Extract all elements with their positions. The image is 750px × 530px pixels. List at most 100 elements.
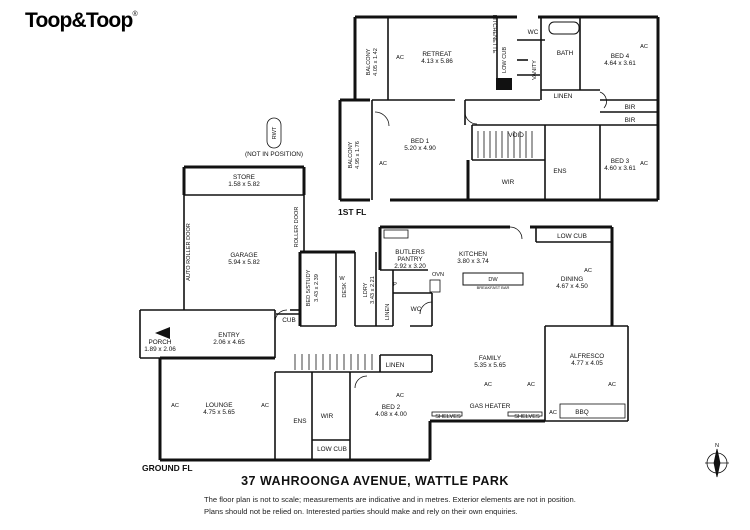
compass-north-label: N xyxy=(715,443,719,449)
bed5-size: 3.43 x 2.39 xyxy=(314,274,320,302)
entry-size: 2.06 x 4.65 xyxy=(213,339,245,346)
lounge-size: 4.75 x 5.65 xyxy=(203,409,235,416)
bed3-size: 4.60 x 3.61 xyxy=(604,165,636,172)
wc-ground-label: WC xyxy=(411,306,422,313)
ac-family-left: AC xyxy=(484,382,492,388)
garage-label: GARAGE xyxy=(230,252,257,259)
wir-ground-label: WIR xyxy=(321,413,334,420)
p-label: P xyxy=(393,282,397,288)
lounge-label: LOUNGE xyxy=(206,402,233,409)
balcony-top-label: BALCONY xyxy=(366,48,372,75)
dw-label: DW xyxy=(488,277,498,283)
bir-b-label: BIR xyxy=(625,117,636,124)
first-floor-internal xyxy=(371,17,658,200)
bath-label: BATH xyxy=(557,50,574,57)
wc-upper-label: WC xyxy=(528,29,539,36)
alfresco-label: ALFRESCO xyxy=(570,353,604,360)
ac-alfresco: AC xyxy=(549,410,557,416)
ac-lounge-right: AC xyxy=(261,403,269,409)
ac-bed1: AC xyxy=(379,161,387,167)
ldry-label: LDRY xyxy=(363,282,369,297)
retreat-label: RETREAT xyxy=(422,51,451,58)
ground-floor-walls xyxy=(158,165,614,462)
porch-label: PORCH xyxy=(148,339,171,346)
disclaimer: The floor plan is not to scale; measurem… xyxy=(204,494,744,518)
first-floor-walls xyxy=(338,15,660,202)
store-label: STORE xyxy=(233,174,255,181)
butlers-size: 2.92 x 3.20 xyxy=(394,263,426,270)
property-address: 37 WAHROONGA AVENUE, WATTLE PARK xyxy=(241,474,509,488)
entry-label: ENTRY xyxy=(218,332,240,339)
ac-bed3: AC xyxy=(640,161,648,167)
low-cub-ground-label: LOW CUB xyxy=(317,446,347,453)
kitchen-size: 3.80 x 3.74 xyxy=(457,258,489,265)
butlers-label: BUTLERS xyxy=(395,249,424,256)
lower-stairs xyxy=(294,354,373,370)
retreat-size: 4.13 x 5.86 xyxy=(421,58,453,65)
low-cub-upper-label: LOW CUB xyxy=(502,47,508,73)
ac-dining: AC xyxy=(584,268,592,274)
w-label: W xyxy=(339,276,345,282)
bed2-label: BED 2 xyxy=(382,404,401,411)
kitchen-label: KITCHEN xyxy=(459,251,487,258)
bed4-label: BED 4 xyxy=(611,53,630,60)
ground-floor-label: GROUND FL xyxy=(142,463,193,473)
first-floor-label: 1ST FL xyxy=(338,207,366,217)
family-label: FAMILY xyxy=(479,355,502,362)
alfresco-size: 4.77 x 4.05 xyxy=(571,360,603,367)
cub-label: CUB xyxy=(282,317,296,324)
bed1-label: BED 1 xyxy=(411,138,430,145)
roller-door-label: ROLLER DOOR xyxy=(294,207,300,248)
upper-stairs xyxy=(477,131,533,158)
disclaimer-line-2: Plans should not be relied on. Intereste… xyxy=(204,507,518,516)
ground-floor-internal xyxy=(139,194,629,460)
linen-upper-label: LINEN xyxy=(554,93,573,100)
annotation-labels: RWT (NOT IN POSITION) AUTO ROLLER DOOR R… xyxy=(171,44,648,420)
ovn-label: OVN xyxy=(432,272,444,278)
brand-logo: Toop&Toop® xyxy=(25,9,138,32)
desk-label: DESK xyxy=(342,282,348,298)
ac-family-right: AC xyxy=(527,382,535,388)
vanity-label: VANITY xyxy=(532,60,538,80)
bed4-size: 4.64 x 3.61 xyxy=(604,60,636,67)
butlers-label-2: PANTRY xyxy=(397,256,423,263)
store-size: 1.58 x 5.82 xyxy=(228,181,260,188)
disclaimer-line-1: The floor plan is not to scale; measurem… xyxy=(204,495,576,504)
balcony-top-size: 4.05 x 1.42 xyxy=(373,48,379,76)
shelves-left-label: SHELVES xyxy=(435,414,461,420)
bbq-label: BBQ xyxy=(575,409,589,416)
family-size: 5.35 x 5.65 xyxy=(474,362,506,369)
ac-bed4: AC xyxy=(640,44,648,50)
rwt-label: RWT xyxy=(272,126,278,139)
breakfast-bar-label: BREAKFAST BAR xyxy=(477,285,510,290)
dining-label: DINING xyxy=(561,276,583,283)
linen-ldry-label: LINEN xyxy=(385,304,391,320)
linen-hall-label: LINEN xyxy=(386,362,405,369)
wir-upper-label: WIR xyxy=(502,179,515,186)
low-cub-dining-label: LOW CUB xyxy=(557,233,587,240)
bed1-size: 5.20 x 4.90 xyxy=(404,145,436,152)
ac-lounge-left: AC xyxy=(171,403,179,409)
balcony-mid-size: 4.95 x 1.76 xyxy=(355,141,361,169)
bed2-size: 4.08 x 4.00 xyxy=(375,411,407,418)
ldry-size: 3.43 x 2.21 xyxy=(370,276,376,304)
ens-ground-label: ENS xyxy=(293,418,306,425)
bir-a-label: BIR xyxy=(625,104,636,111)
porch-size: 1.89 x 2.06 xyxy=(144,346,176,353)
bed3-label: BED 3 xyxy=(611,158,630,165)
gas-heater-label: GAS HEATER xyxy=(470,403,511,410)
void-label: VOID xyxy=(508,132,524,139)
auto-roller-door-label: AUTO ROLLER DOOR xyxy=(186,223,192,281)
ac-bed2: AC xyxy=(396,393,404,399)
balcony-mid-label: BALCONY xyxy=(348,141,354,168)
garage-size: 5.94 x 5.82 xyxy=(228,259,260,266)
shelves-right-label: SHELVES xyxy=(514,414,540,420)
bed5-label: BED 5/STUDY xyxy=(306,269,312,306)
kitchenette-label: KITCHENETTE xyxy=(491,15,497,54)
compass xyxy=(705,448,729,478)
ens-upper-label: ENS xyxy=(553,168,566,175)
ac-retreat: AC xyxy=(396,55,404,61)
dining-size: 4.67 x 4.50 xyxy=(556,283,588,290)
ac-alfresco-right: AC xyxy=(608,382,616,388)
